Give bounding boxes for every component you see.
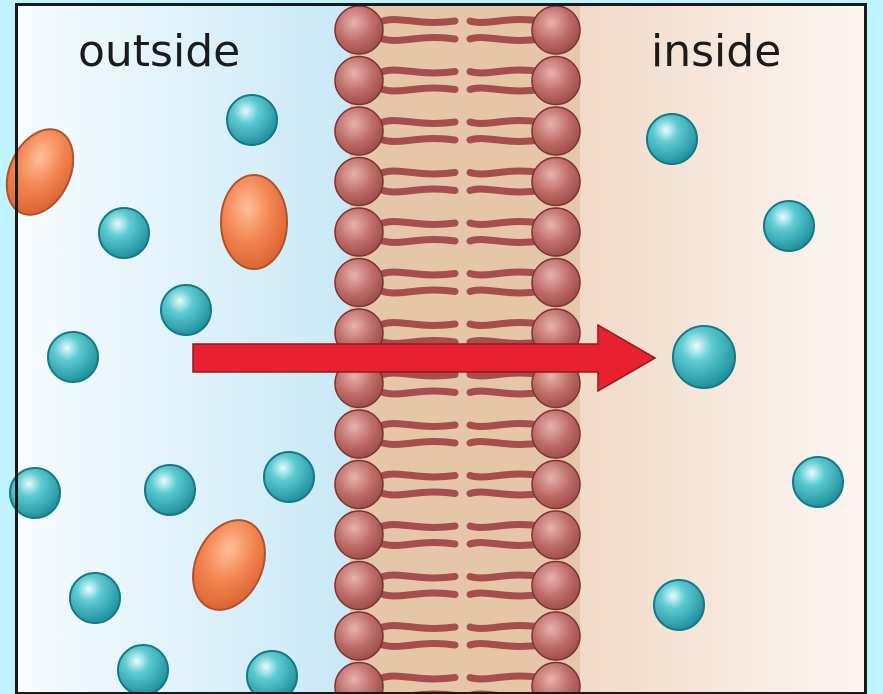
lipid-tail (383, 676, 455, 679)
phospholipid-icon (335, 511, 383, 559)
lipid-tail (383, 240, 455, 243)
lipid-tail (470, 373, 540, 376)
lipid-tail (470, 543, 540, 546)
phospholipid-icon (532, 158, 580, 206)
lipid-tail (383, 20, 455, 23)
small-molecule-icon (161, 285, 211, 335)
lipid-tail (383, 171, 455, 174)
lipid-tail (383, 290, 455, 293)
phospholipid-icon (532, 208, 580, 256)
phospholipid-icon (335, 57, 383, 105)
small-molecule-icon (48, 332, 98, 382)
small-molecule-icon (264, 452, 314, 502)
lipid-tail (383, 391, 455, 394)
lipid-tail (470, 189, 540, 192)
lipid-tail (383, 474, 455, 477)
phospholipid-icon (335, 562, 383, 610)
lipid-tail (383, 424, 455, 427)
lipid-tail (470, 575, 540, 578)
phospholipid-icon (335, 208, 383, 256)
lipid-tail (383, 88, 455, 91)
lipid-tail (470, 341, 540, 344)
small-molecule-icon (654, 580, 704, 630)
lipid-tail (383, 323, 455, 326)
small-molecule-icon (673, 326, 735, 388)
lipid-tail (383, 593, 455, 596)
phospholipid-icon (532, 410, 580, 458)
lipid-tail (383, 525, 455, 528)
phospholipid-icon (335, 259, 383, 307)
phospholipid-icon (335, 612, 383, 660)
lipid-tail (383, 38, 455, 41)
lipid-tail (470, 474, 540, 477)
phospholipid-icon (335, 410, 383, 458)
small-molecule-icon (227, 95, 277, 145)
lipid-tail (470, 70, 540, 73)
lipid-tail (470, 240, 540, 243)
lipid-tail (383, 644, 455, 647)
phospholipid-icon (532, 612, 580, 660)
small-molecule-icon (118, 645, 168, 694)
large-molecule-icon (221, 175, 287, 269)
lipid-tail (383, 575, 455, 578)
lipid-tail (383, 189, 455, 192)
label-outside: outside (78, 26, 240, 77)
lipid-tail (383, 373, 455, 376)
lipid-tail (470, 323, 540, 326)
lipid-tail (383, 272, 455, 275)
lipid-tail (470, 525, 540, 528)
lipid-tail (470, 442, 540, 445)
phospholipid-icon (532, 562, 580, 610)
label-inside: inside (651, 26, 781, 77)
lipid-tail (470, 424, 540, 427)
lipid-tail (470, 391, 540, 394)
phospholipid-icon (335, 6, 383, 54)
small-molecule-icon (793, 457, 843, 507)
lipid-tail (383, 492, 455, 495)
lipid-tail (383, 626, 455, 629)
phospholipid-icon (335, 107, 383, 155)
lipid-tail (470, 222, 540, 225)
lipid-tail (470, 644, 540, 647)
small-molecule-icon (764, 201, 814, 251)
lipid-tail (470, 290, 540, 293)
lipid-tail (470, 20, 540, 23)
lipid-tail (470, 139, 540, 142)
lipid-tail (470, 88, 540, 91)
lipid-tail (383, 70, 455, 73)
lipid-tail (470, 272, 540, 275)
small-molecule-icon (99, 208, 149, 258)
phospholipid-icon (532, 57, 580, 105)
lipid-tail (470, 676, 540, 679)
lipid-tail (470, 593, 540, 596)
lipid-tail (383, 442, 455, 445)
lipid-tail (470, 492, 540, 495)
lipid-tail (383, 121, 455, 124)
lipid-tail (383, 341, 455, 344)
lipid-tail (470, 171, 540, 174)
phospholipid-icon (532, 461, 580, 509)
small-molecule-icon (247, 651, 297, 694)
phospholipid-icon (532, 6, 580, 54)
lipid-tail (383, 543, 455, 546)
small-molecule-icon (145, 465, 195, 515)
phospholipid-icon (335, 158, 383, 206)
lipid-tail (470, 38, 540, 41)
lipid-tail (383, 139, 455, 142)
lipid-tail (383, 222, 455, 225)
phospholipid-icon (335, 461, 383, 509)
phospholipid-icon (532, 107, 580, 155)
small-molecule-icon (70, 573, 120, 623)
phospholipid-icon (532, 511, 580, 559)
small-molecule-icon (647, 114, 697, 164)
lipid-tail (470, 121, 540, 124)
lipid-tail (470, 626, 540, 629)
phospholipid-icon (532, 259, 580, 307)
